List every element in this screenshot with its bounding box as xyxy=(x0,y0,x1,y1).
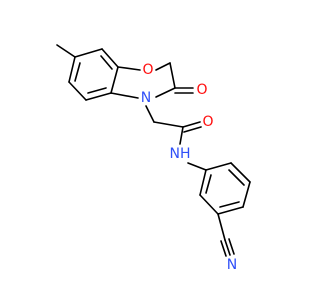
bond-methyl xyxy=(56,44,76,58)
ring-nitrogen-label: N xyxy=(141,90,151,106)
bond xyxy=(199,194,219,215)
bond xyxy=(155,87,176,98)
bond xyxy=(117,66,141,71)
bond xyxy=(199,169,207,196)
amide-nh-label: NH xyxy=(170,146,191,162)
bond xyxy=(242,181,251,208)
bond xyxy=(85,92,112,101)
bond xyxy=(155,62,171,71)
bond xyxy=(230,162,251,183)
bond xyxy=(217,213,226,241)
bond-double xyxy=(182,121,201,128)
bond-triple xyxy=(220,240,227,257)
bond xyxy=(187,162,207,171)
molecule-structure: O N O O NH N xyxy=(56,44,251,273)
bond xyxy=(153,121,184,128)
bond-triple xyxy=(224,239,231,256)
bond-triple xyxy=(228,238,235,255)
bond-lines xyxy=(56,44,251,257)
bond xyxy=(169,62,176,89)
bond xyxy=(74,48,103,58)
bond xyxy=(68,56,76,83)
bond xyxy=(217,206,244,215)
bond-double-inner xyxy=(87,87,107,94)
bond-double-inner xyxy=(228,169,245,186)
nitrile-nitrogen-label: N xyxy=(227,257,237,273)
bond xyxy=(205,162,232,171)
amide-oxygen-label: O xyxy=(202,114,213,130)
bond xyxy=(101,48,119,68)
bond xyxy=(110,66,119,94)
bond-double xyxy=(183,126,202,133)
ring-oxygen-label: O xyxy=(142,62,153,78)
bond xyxy=(110,92,139,99)
bond-double-inner xyxy=(100,55,113,70)
bond xyxy=(68,81,87,101)
bond-double-inner xyxy=(219,201,240,208)
bond-double-inner xyxy=(205,174,212,194)
bond xyxy=(145,105,155,123)
keto-oxygen-label: O xyxy=(196,82,207,98)
bond xyxy=(179,126,184,145)
bond-double-inner xyxy=(74,62,81,82)
